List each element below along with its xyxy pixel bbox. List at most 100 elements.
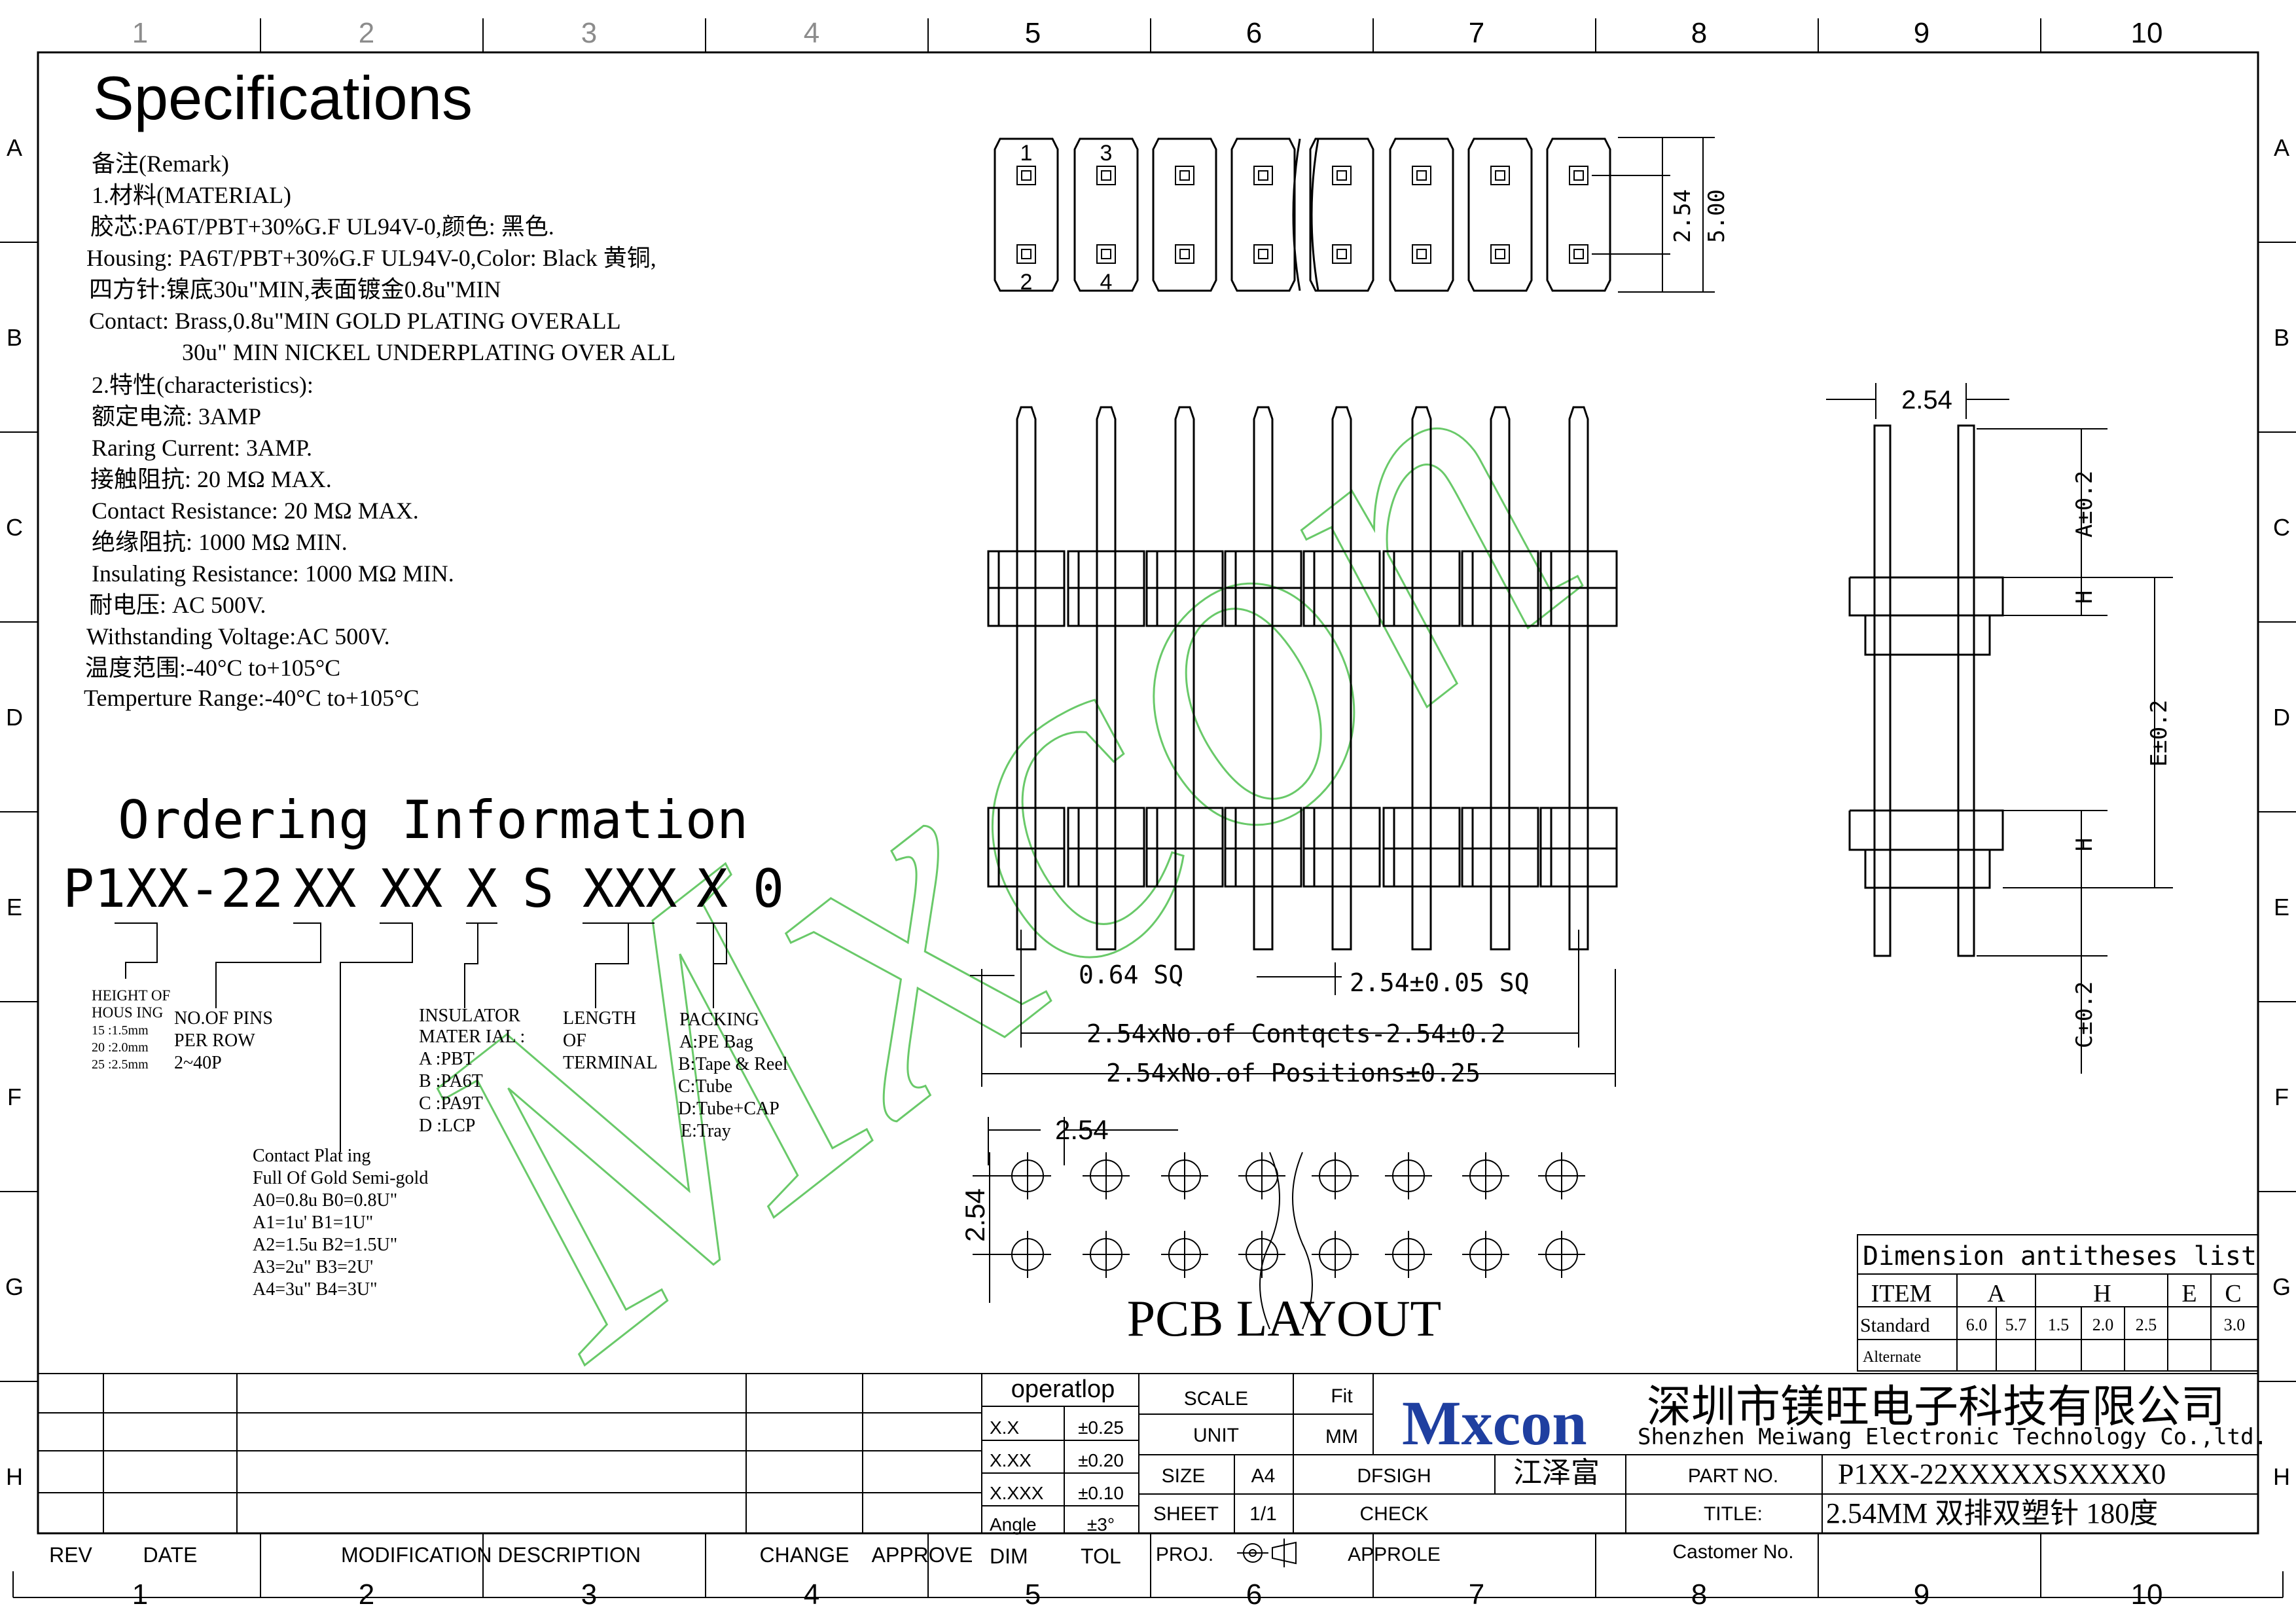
spec-line: 温度范围:-40°C to+105°C: [85, 655, 340, 681]
height-housing-line: 25 :2.5mm: [92, 1057, 149, 1072]
spec-line: Raring Current: 3AMP.: [92, 435, 312, 461]
specifications-heading: Specifications: [93, 64, 473, 132]
dim-side-a: A±0.2: [2072, 471, 2098, 538]
housing-cell: [1073, 137, 1139, 292]
dim-positions: 2.54xNo.of Positions±0.25: [1106, 1059, 1480, 1087]
spec-line: 备注(Remark): [92, 151, 229, 177]
col-label-bottom: 5: [1025, 1578, 1041, 1611]
col-label-top: 1: [132, 17, 148, 49]
company-name-cn: 深圳市镁旺电子科技有限公司: [1647, 1382, 2225, 1432]
spec-line: Contact: Brass,0.8u"MIN GOLD PLATING OVE…: [89, 308, 621, 334]
col-label-bottom: 7: [1469, 1578, 1484, 1611]
dim-contacts: 2.54xNo.of Contqcts-2.54±0.2: [1086, 1019, 1506, 1048]
col-label-bottom: 2: [359, 1578, 374, 1611]
pin-square: [1416, 170, 1427, 181]
row-label-right: E: [2274, 894, 2289, 921]
col-label-top: 2: [359, 17, 374, 49]
insulator-body: [1145, 807, 1224, 888]
insulator-body: [1539, 807, 1618, 888]
pin-square: [1495, 170, 1505, 181]
tolerance-title: operatlop: [1011, 1376, 1115, 1403]
dimension-list-header: A: [1987, 1280, 2005, 1307]
pin-square: [1021, 249, 1031, 259]
check-label: CHECK: [1359, 1503, 1428, 1525]
modification-header: MODIFICATION DESCRIPTION: [341, 1543, 641, 1567]
dim-side-pitch: 2.54: [1901, 386, 1952, 414]
sheet-value: 1/1: [1249, 1503, 1277, 1525]
tolerance-value: ±3°: [1087, 1514, 1115, 1535]
pin-square: [1016, 166, 1036, 185]
housing-cell: [1152, 137, 1217, 292]
standard-label: Standard: [1860, 1315, 1930, 1336]
standard-value: 3.0: [2224, 1315, 2246, 1334]
spec-line: 绝缘阻抗: 1000 MΩ MIN.: [92, 529, 348, 555]
col-label-bottom: 3: [581, 1578, 597, 1611]
spec-line: 额定电流: 3AMP: [92, 403, 261, 429]
housing-cell: [1309, 137, 1374, 292]
pin-number: 1: [1020, 141, 1033, 166]
no-of-pins-line: PER ROW: [174, 1030, 255, 1051]
terminal-pin: [1096, 406, 1117, 951]
housing-cell: [994, 137, 1059, 292]
insulator-line: MATER IAL :: [419, 1027, 525, 1047]
row-label-left: A: [7, 134, 22, 161]
packing-line: E:Tray: [681, 1121, 731, 1141]
pcb-layout: 2.54 2.54 PCB LAYOUT: [960, 1114, 1585, 1347]
pin-square: [1336, 249, 1347, 259]
standard-value: 5.7: [2005, 1315, 2027, 1334]
insulator-line: B :PA6T: [419, 1071, 483, 1091]
design-value: 江泽富: [1513, 1457, 1600, 1489]
contact-plating-line: A0=0.8u B0=0.8U": [253, 1190, 397, 1211]
order-code-part: P1XX-22: [63, 858, 283, 919]
terminal-pin: [1253, 406, 1274, 951]
packing-line: C:Tube: [678, 1076, 732, 1097]
dim-side-c: C±0.2: [2072, 981, 2098, 1048]
front-view: 0.64 SQ 2.54±0.05 SQ 2.54xNo.of Contqcts…: [970, 406, 1618, 1087]
unit-label: UNIT: [1193, 1425, 1239, 1446]
sheet-frame: 1 2 3 4 5 6 7 8 9 10 1 2 3 4 5 6 7 8 9 1…: [0, 17, 2296, 1611]
pin-number: 4: [1100, 270, 1113, 295]
housing-cell: [1389, 137, 1454, 292]
dimension-list-header: C: [2225, 1280, 2241, 1307]
col-label-bottom: 6: [1246, 1578, 1262, 1611]
break-line: [1292, 138, 1301, 291]
insulator-body: [1382, 807, 1461, 888]
col-label-top: 8: [1691, 17, 1707, 49]
pin-square: [1096, 166, 1116, 185]
company-name-en: Shenzhen Meiwang Electronic Technology C…: [1638, 1424, 2267, 1450]
standard-value: 6.0: [1966, 1315, 1988, 1334]
rev-header: REV: [49, 1543, 92, 1567]
order-code-part: S: [522, 858, 554, 919]
spec-line: Insulating Resistance: 1000 MΩ MIN.: [92, 560, 454, 587]
tolerance-value: ±0.25: [1078, 1417, 1124, 1438]
packing-line: B:Tape & Reel: [678, 1054, 788, 1074]
pin-square: [1490, 244, 1510, 264]
tolerance-value: TOL: [1081, 1544, 1121, 1568]
projection-symbol-icon: [1237, 1539, 1297, 1567]
insulator-body: [1067, 807, 1145, 888]
tolerance-dim: X.XXX: [990, 1483, 1044, 1503]
title-block: REV DATE MODIFICATION DESCRIPTION CHANGE…: [38, 1373, 2267, 1568]
insulator-line: D :LCP: [419, 1116, 475, 1136]
terminal-pin: [1568, 406, 1589, 951]
pin-square: [1332, 166, 1352, 185]
pin-square: [1253, 166, 1273, 185]
insulator-body: [1224, 807, 1302, 888]
packing-line: D:Tube+CAP: [678, 1099, 780, 1119]
spec-line: 2.特性(characteristics):: [92, 372, 314, 398]
terminal-pin: [1016, 406, 1037, 951]
title-value: 2.54MM 双排双塑针 180度: [1826, 1497, 2158, 1529]
pin-square: [1016, 244, 1036, 264]
row-label-left: D: [6, 704, 23, 731]
no-of-pins-line: NO.OF PINS: [174, 1008, 273, 1029]
pin-square: [1569, 166, 1588, 185]
specifications-block: Specifications 备注(Remark) 1.材料(MATERIAL)…: [84, 64, 675, 711]
row-label-left: B: [7, 324, 22, 351]
housing-cell: [1467, 137, 1533, 292]
row-label-left: G: [5, 1273, 24, 1300]
top-view: 1 3 2 4 2.54 5.00: [994, 137, 1730, 295]
unit-value: MM: [1325, 1426, 1358, 1448]
height-housing-line: HOUS ING: [92, 1004, 163, 1021]
pcb-dim-y: 2.54: [960, 1188, 990, 1242]
